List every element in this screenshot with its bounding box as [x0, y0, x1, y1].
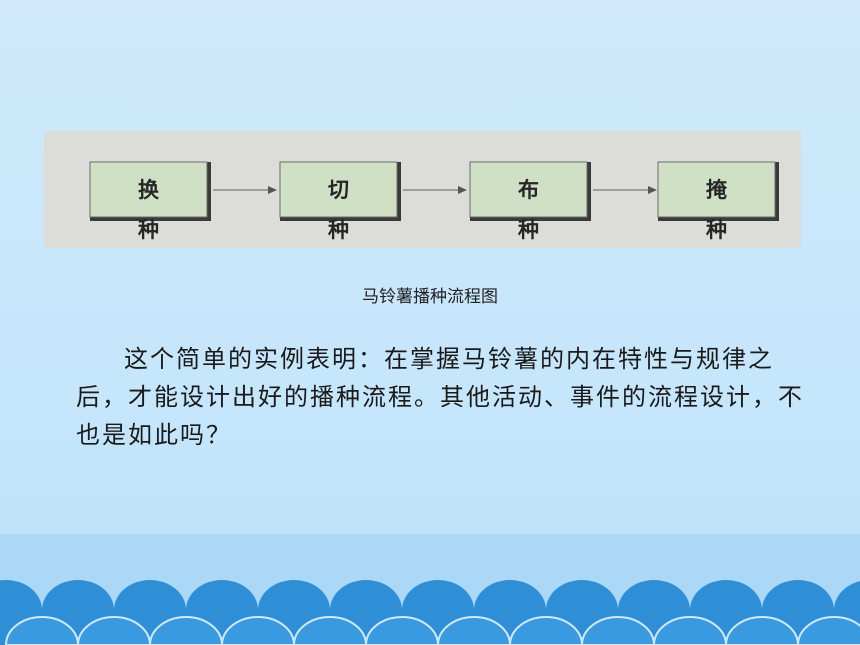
flow-diagram-image: [44, 131, 801, 248]
wave-decoration: [0, 580, 860, 645]
step-label-1: 换 种: [138, 178, 181, 242]
flow-diagram-graphic: [89, 161, 779, 221]
step-label-4: 掩 种: [706, 178, 749, 242]
step-label-2: 切 种: [328, 178, 371, 242]
step-label-3: 布 种: [518, 178, 561, 242]
diagram-caption: 马铃薯播种流程图: [362, 287, 498, 307]
body-paragraph: 这个简单的实例表明：在掌握马铃薯的内在特性与规律之后，才能设计出好的播种流程。其…: [76, 345, 804, 449]
